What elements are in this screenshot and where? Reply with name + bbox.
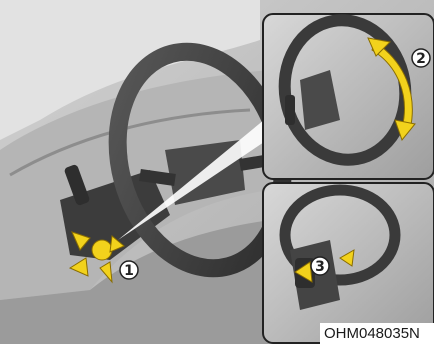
figure-reference-code: OHM048035N <box>320 323 434 344</box>
callout-number-1: 1 <box>124 263 134 279</box>
callout-number-3: 3 <box>315 259 325 275</box>
inset-wheel-tilt <box>263 11 434 179</box>
inset-lever-lock <box>263 183 434 343</box>
callout-number-2: 2 <box>416 51 426 67</box>
